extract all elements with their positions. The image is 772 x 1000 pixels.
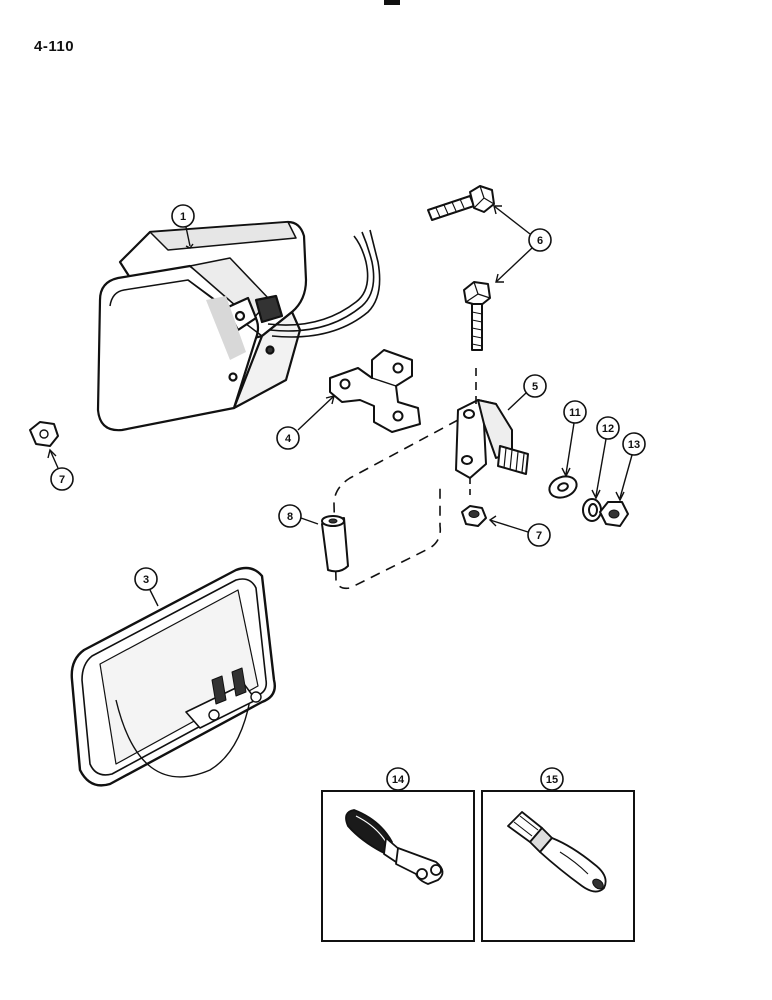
callout-4: 4 bbox=[276, 395, 335, 450]
assembly-line-spacer bbox=[333, 419, 459, 590]
nut-left bbox=[29, 421, 59, 447]
callout-12: 12 bbox=[591, 416, 620, 500]
bolts bbox=[427, 185, 495, 351]
svg-text:7: 7 bbox=[536, 530, 542, 542]
callout-8: 8 bbox=[278, 504, 319, 528]
sealed-beam bbox=[70, 566, 276, 787]
lamp-housing bbox=[96, 220, 381, 432]
svg-text:5: 5 bbox=[532, 381, 538, 393]
svg-text:12: 12 bbox=[602, 423, 614, 435]
bullet-terminal bbox=[507, 811, 607, 893]
female-terminal bbox=[345, 809, 444, 885]
svg-text:1: 1 bbox=[180, 211, 186, 223]
svg-text:6: 6 bbox=[537, 235, 543, 247]
callout-6: 6 bbox=[493, 205, 552, 283]
callout-5: 5 bbox=[507, 374, 547, 411]
swivel-bracket bbox=[455, 399, 529, 479]
terminal-14-panel: 14 bbox=[321, 767, 475, 942]
nut-lower bbox=[461, 505, 487, 527]
svg-text:7: 7 bbox=[59, 474, 65, 486]
callout-3: 3 bbox=[134, 567, 159, 607]
callout-1: 1 bbox=[171, 204, 195, 249]
svg-text:13: 13 bbox=[628, 439, 640, 451]
hex-nut bbox=[599, 501, 629, 527]
svg-text:8: 8 bbox=[287, 511, 293, 523]
callout-11: 11 bbox=[561, 400, 587, 478]
svg-text:11: 11 bbox=[569, 407, 581, 419]
callout-7-left: 7 bbox=[47, 448, 74, 491]
callout-13: 13 bbox=[615, 432, 646, 502]
svg-text:15: 15 bbox=[546, 774, 558, 786]
terminal-15-panel: 15 bbox=[481, 767, 635, 942]
svg-text:3: 3 bbox=[143, 574, 149, 586]
clipped-header-mark bbox=[384, 0, 400, 5]
callout-7-lower: 7 bbox=[488, 515, 551, 547]
svg-text:14: 14 bbox=[392, 774, 405, 786]
svg-text:4: 4 bbox=[285, 433, 292, 445]
page-number: 4-110 bbox=[34, 38, 75, 55]
mounting-bracket bbox=[329, 349, 421, 433]
spacer bbox=[321, 515, 349, 573]
lock-washer bbox=[582, 498, 602, 522]
flat-washer bbox=[548, 475, 578, 499]
